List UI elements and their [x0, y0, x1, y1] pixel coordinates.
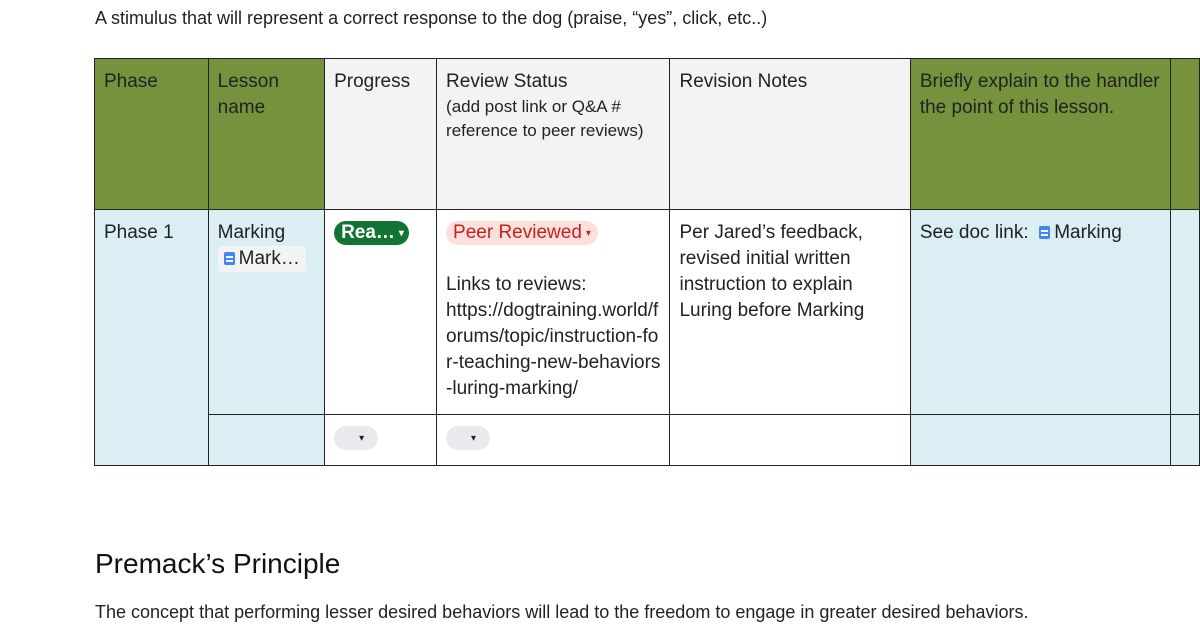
progress-dropdown[interactable]: Rea…▾	[334, 221, 409, 245]
review-link[interactable]: https://dogtraining.world/forums/topic/i…	[446, 300, 661, 399]
header-explain[interactable]: Briefly explain to the handler the point…	[909, 58, 1171, 210]
cell-explain[interactable]: See doc link: Marking	[909, 209, 1171, 415]
cell-review-status-empty[interactable]: ▾	[436, 414, 671, 466]
google-doc-icon	[1039, 226, 1051, 239]
header-review-status[interactable]: Review Status (add post link or Q&A # re…	[436, 58, 671, 210]
table-header-row: Phase Lesson name Progress Review Status…	[94, 58, 1200, 210]
lesson-doc-chip[interactable]: Mark…	[217, 246, 306, 272]
header-revision-notes[interactable]: Revision Notes	[669, 58, 911, 210]
header-lesson-name[interactable]: Lesson name	[207, 58, 326, 210]
cell-lesson-empty[interactable]	[207, 414, 326, 466]
cell-revision-notes[interactable]: Per Jared’s feedback, revised initial wr…	[669, 209, 911, 415]
header-review-status-sub: (add post link or Q&A # reference to pee…	[446, 97, 644, 140]
cell-revision-notes-empty[interactable]	[669, 414, 911, 466]
cell-phase[interactable]: Phase 1	[94, 209, 209, 466]
header-progress[interactable]: Progress	[324, 58, 438, 210]
cell-review-status[interactable]: Peer Reviewed▾ Links to reviews: https:/…	[436, 209, 671, 415]
section-heading: Premack’s Principle	[95, 548, 341, 579]
dropdown-caret-icon: ▾	[359, 433, 365, 444]
cell-lesson[interactable]: Marking Mark…	[207, 209, 326, 415]
dropdown-caret-icon: ▾	[471, 433, 477, 444]
intro-text: A stimulus that will represent a correct…	[95, 8, 768, 28]
cell-cut-off[interactable]	[1169, 209, 1200, 415]
review-status-dropdown[interactable]: Peer Reviewed▾	[446, 221, 598, 245]
header-phase[interactable]: Phase	[94, 58, 209, 210]
table-row: ▾ ▾	[95, 414, 1200, 466]
dropdown-caret-icon: ▾	[585, 228, 591, 239]
table-row: Phase 1 Marking Mark… Rea…▾ Peer Reviewe…	[94, 209, 1200, 466]
review-status-dropdown-empty[interactable]: ▾	[446, 426, 491, 450]
lesson-plan-table: Phase Lesson name Progress Review Status…	[94, 58, 1200, 466]
header-cut-off[interactable]	[1169, 58, 1200, 210]
cell-progress-empty[interactable]: ▾	[324, 414, 438, 466]
google-doc-icon	[223, 252, 235, 265]
cell-progress[interactable]: Rea…▾	[324, 209, 438, 415]
cell-cut-off-empty[interactable]	[1169, 414, 1200, 466]
dropdown-caret-icon: ▾	[398, 228, 404, 239]
cell-explain-empty[interactable]	[909, 414, 1171, 466]
explain-doc-chip[interactable]: Marking	[1039, 222, 1122, 243]
progress-dropdown-empty[interactable]: ▾	[334, 426, 379, 450]
section-paragraph: The concept that performing lesser desir…	[95, 602, 1029, 622]
links-label: Links to reviews:	[446, 274, 587, 295]
